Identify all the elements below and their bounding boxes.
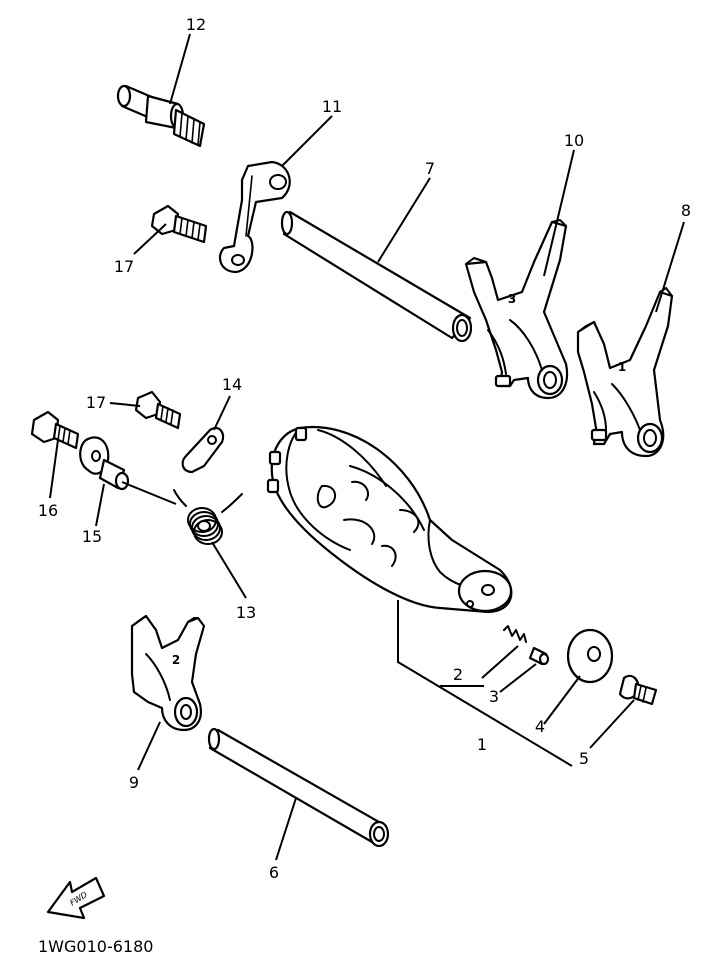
callout-10: 10 (564, 131, 584, 150)
part-11-stopper-lever (218, 160, 291, 274)
callout-17-upper: 17 (114, 257, 134, 276)
callout-17-lower: 17 (86, 393, 106, 412)
part-16-bolt (30, 410, 80, 450)
callout-16: 16 (38, 501, 58, 520)
fork-8-mark: 1 (618, 360, 626, 374)
part-8-shift-fork-1: 1 (576, 287, 674, 458)
part-10-shift-fork-3: 3 (464, 219, 569, 400)
fwd-arrow-icon: FWD (46, 876, 106, 920)
part-1-shift-drum (266, 425, 513, 614)
part-12-stopper-bolt (116, 84, 206, 148)
callout-4: 4 (535, 717, 545, 736)
part-7-guide-bar-upper (280, 210, 473, 343)
part-6-guide-bar-lower (207, 727, 390, 848)
part-5-screw (618, 674, 658, 706)
callout-6: 6 (269, 863, 279, 882)
callout-3: 3 (489, 687, 499, 706)
callout-2: 2 (453, 665, 463, 684)
part-14-plate (181, 426, 225, 474)
fork-10-mark: 3 (508, 292, 516, 306)
fork-9-mark: 2 (172, 653, 180, 667)
callout-1: 1 (477, 735, 487, 754)
callout-8: 8 (681, 201, 691, 220)
part-9-shift-fork-2: 2 (130, 614, 206, 732)
part-15-collar (79, 436, 130, 491)
callout-15: 15 (82, 527, 102, 546)
callout-13: 13 (236, 603, 256, 622)
callout-12: 12 (186, 15, 206, 34)
part-2-spring (503, 625, 527, 643)
part-4-segment (566, 628, 614, 684)
callout-7: 7 (425, 159, 435, 178)
drawing-code: 1WG010-6180 (38, 937, 153, 956)
callout-9: 9 (129, 773, 139, 792)
part-17-bolt-upper (150, 204, 208, 244)
callout-11: 11 (322, 97, 342, 116)
callout-labels: 12 11 7 10 8 17 17 14 16 15 13 2 3 4 1 5… (38, 15, 691, 882)
callout-14: 14 (222, 375, 242, 394)
callout-5: 5 (579, 749, 589, 768)
part-3-pin (528, 646, 550, 666)
part-13-torsion-spring (173, 489, 243, 545)
leader-lines (49, 33, 685, 861)
part-17-bolt-lower (134, 390, 182, 430)
